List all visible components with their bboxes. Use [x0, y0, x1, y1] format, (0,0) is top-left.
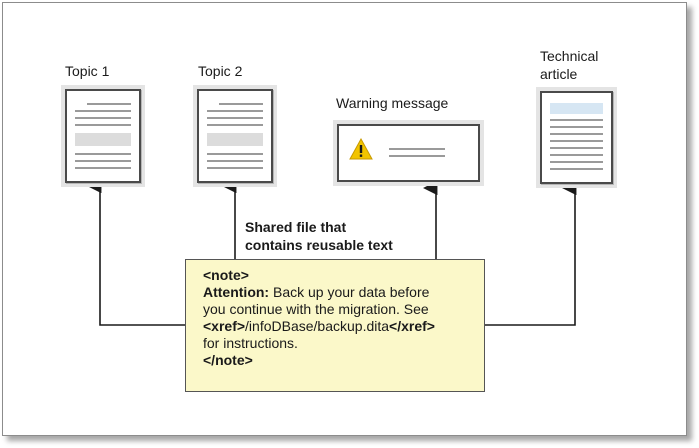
shared-caption-line-1: Shared file that — [245, 219, 347, 235]
note-open-tag: <note> — [203, 267, 249, 283]
shared-file-caption: Shared file that contains reusable text — [245, 218, 393, 254]
warning-message-box — [337, 124, 480, 182]
reusable-note-box: <note> Attention: Back up your data befo… — [185, 259, 485, 392]
note-line-1: Back up your data before — [269, 284, 430, 300]
warning-message-label: Warning message — [336, 95, 449, 111]
technical-article-label: Technical article — [540, 47, 598, 83]
shared-caption-line-2: contains reusable text — [245, 237, 393, 253]
topic-1-document — [65, 89, 141, 183]
note-line-4: for instructions. — [203, 335, 298, 351]
topic-2-document — [197, 89, 273, 183]
technical-label-line-1: Technical — [540, 48, 599, 64]
technical-article-document — [540, 91, 613, 184]
xref-open-tag: <xref> — [203, 318, 246, 334]
technical-label-line-2: article — [540, 66, 578, 82]
xref-close-tag: </xref> — [389, 318, 435, 334]
warning-triangle-icon — [349, 138, 373, 160]
attention-label: Attention: — [203, 284, 270, 300]
arrow-to-topic-1 — [87, 178, 185, 326]
arrow-to-technical — [485, 180, 577, 326]
note-line-2: you continue with the migration. See — [203, 301, 429, 317]
xref-path: /infoDBase/backup.dita — [245, 318, 390, 334]
topic-1-label: Topic 1 — [65, 63, 110, 79]
note-close-tag: </note> — [203, 352, 253, 368]
topic-2-label: Topic 2 — [198, 63, 243, 79]
